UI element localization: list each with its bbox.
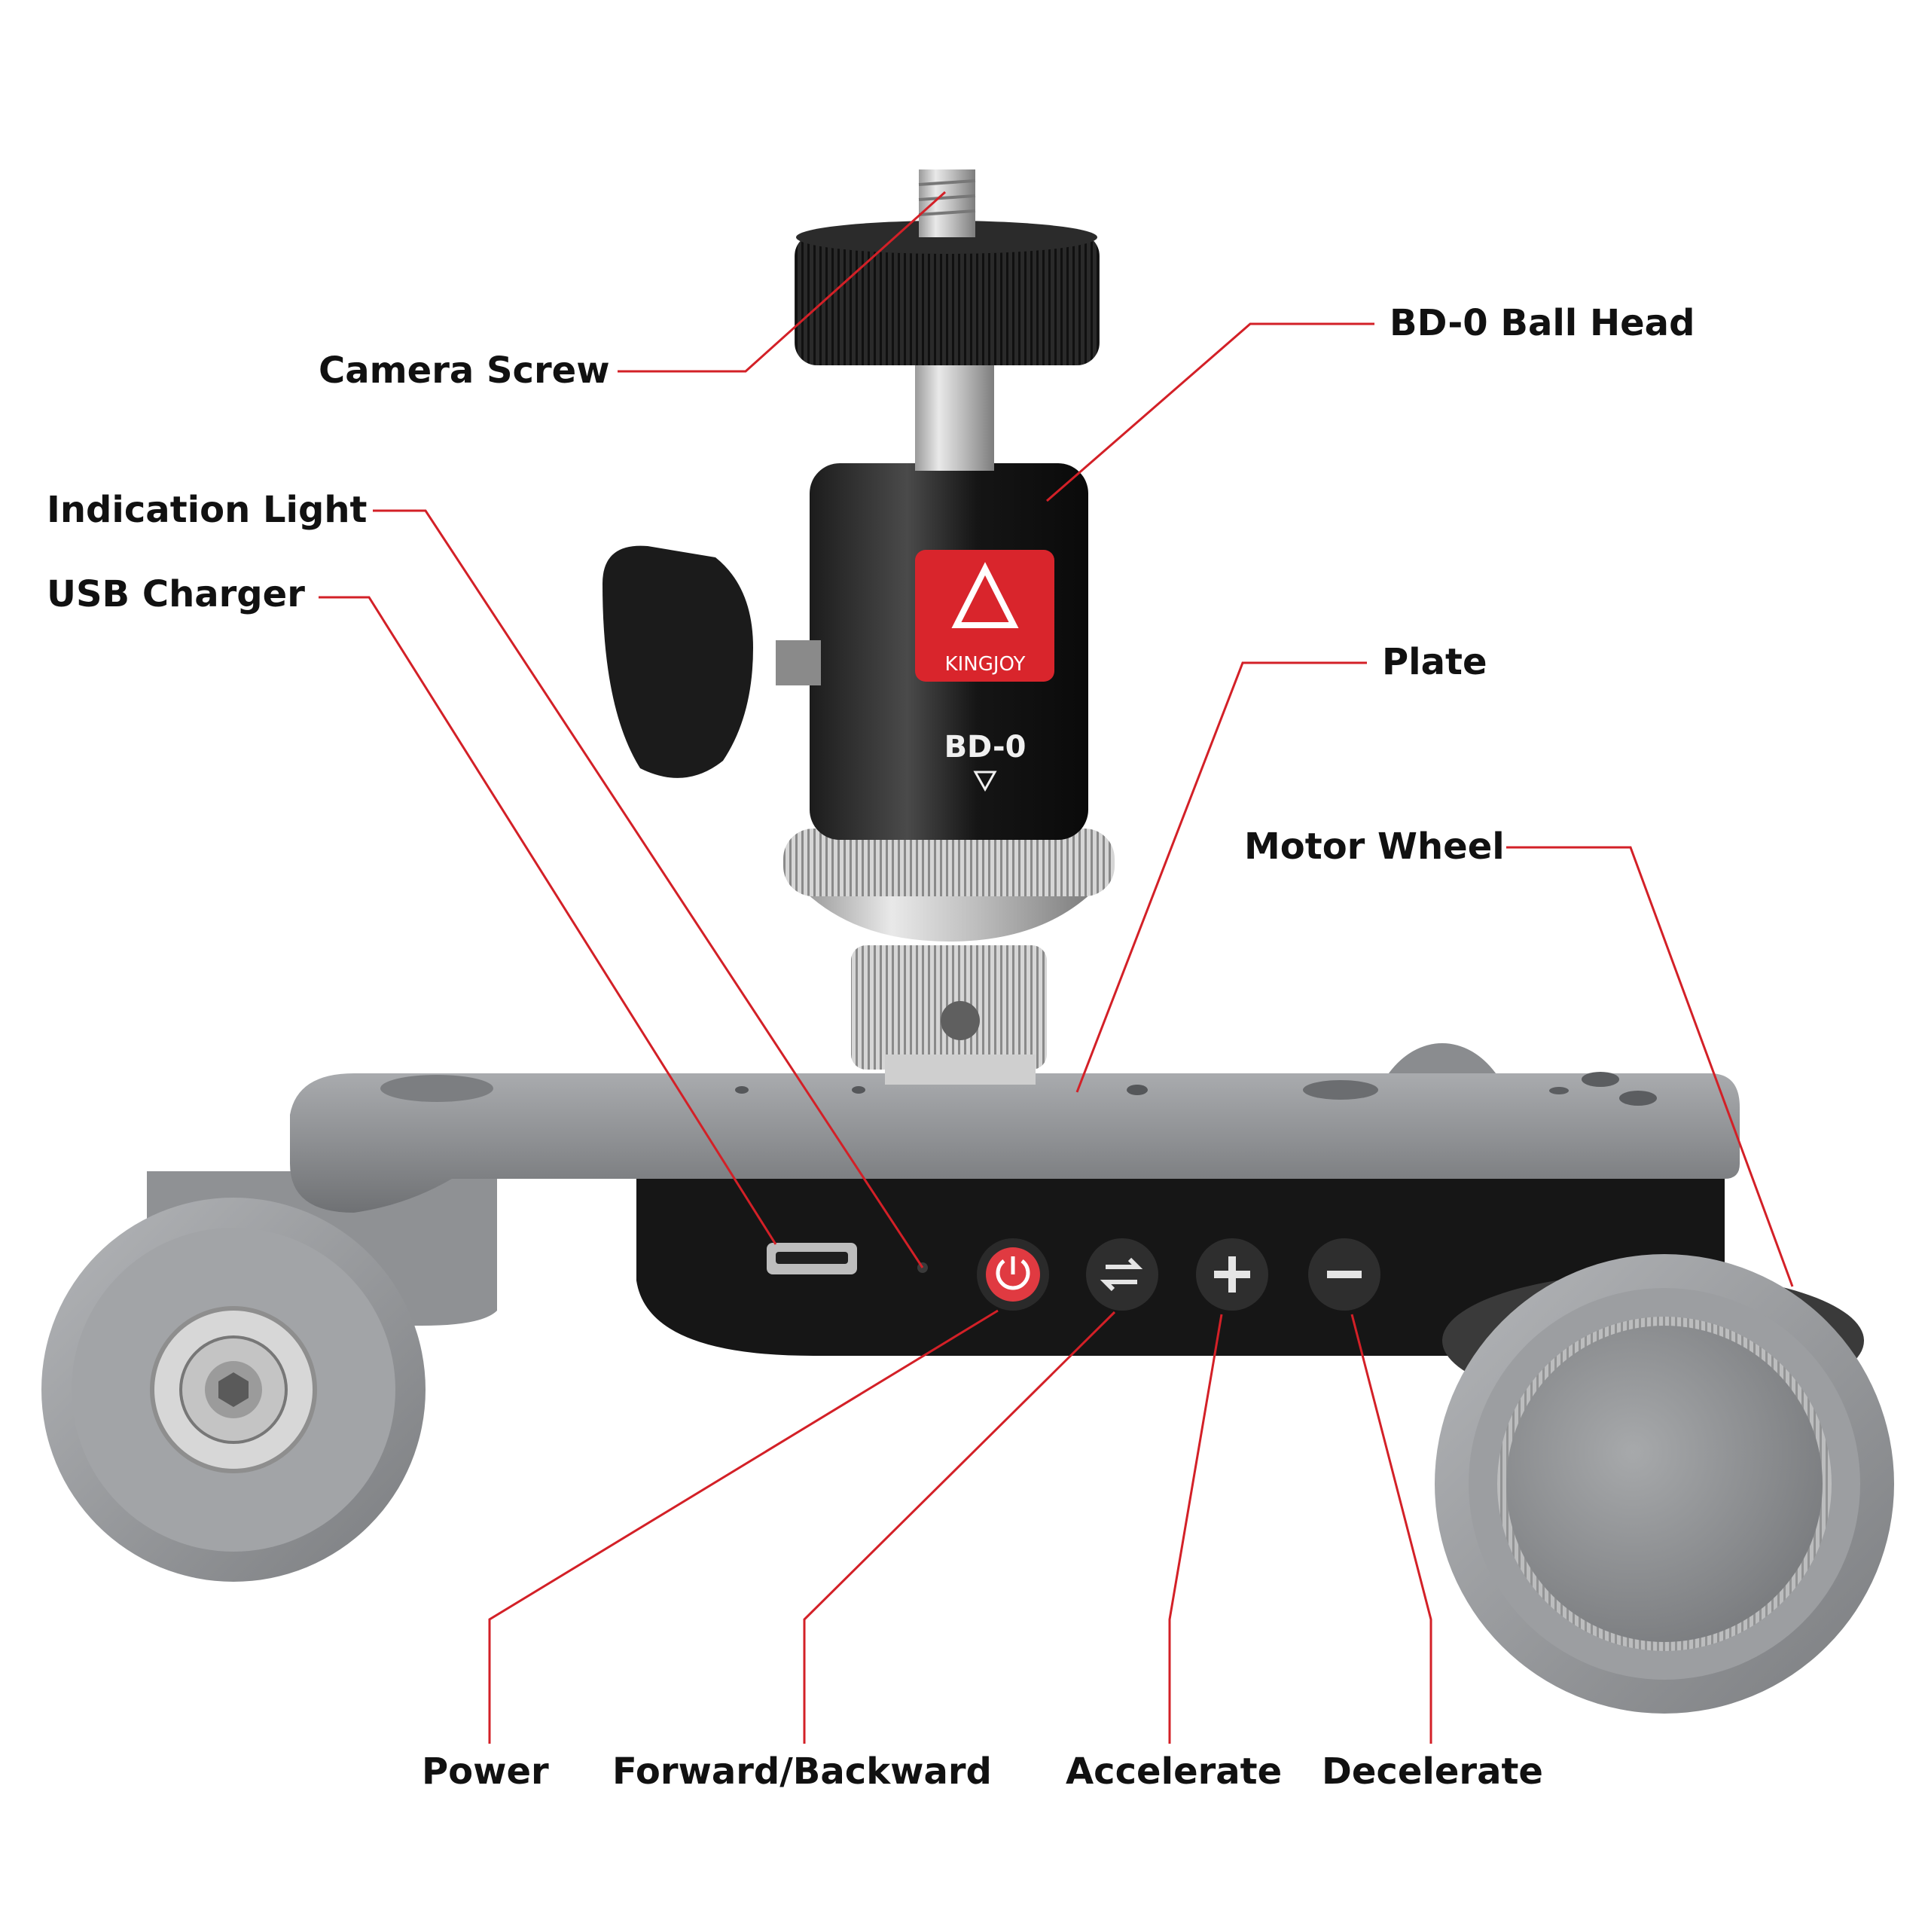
- label-ball-head: BD-0 Ball Head: [1390, 302, 1695, 344]
- control-box: [636, 1164, 1725, 1356]
- motor-wheel: [1435, 1254, 1894, 1714]
- leader-decelerate: [1350, 1314, 1432, 1744]
- plus-icon: [1214, 1256, 1250, 1293]
- swap-arrows-icon: [1100, 1257, 1143, 1292]
- label-accelerate: Accelerate: [1066, 1750, 1283, 1793]
- label-power: Power: [422, 1750, 549, 1793]
- brand-logo-text: KINGJOY: [945, 653, 1026, 676]
- leader-indication-light: [373, 509, 924, 1268]
- ball-head: KINGJOY BD-0: [602, 169, 1115, 1085]
- power-icon: [996, 1256, 1030, 1290]
- leader-ball-head: [1046, 322, 1374, 502]
- label-indication-light: Indication Light: [47, 489, 368, 531]
- leader-plate: [1075, 661, 1367, 1093]
- leader-accelerate: [1168, 1314, 1223, 1744]
- leader-lines: [319, 191, 1794, 1744]
- leader-power: [488, 1309, 999, 1744]
- leader-camera-screw: [618, 191, 947, 373]
- label-motor-wheel: Motor Wheel: [1244, 826, 1505, 868]
- label-plate: Plate: [1382, 641, 1487, 683]
- power-button[interactable]: [977, 1238, 1049, 1311]
- mounting-plate: [290, 1072, 1740, 1213]
- leader-forward-backward: [803, 1311, 1116, 1744]
- left-wheel: [41, 1171, 497, 1582]
- leader-usb-charger: [319, 596, 777, 1245]
- usb-port: [767, 1243, 857, 1274]
- label-camera-screw: Camera Screw: [319, 349, 610, 392]
- label-forward-backward: Forward/Backward: [612, 1750, 992, 1793]
- model-text: BD-0: [944, 730, 1027, 765]
- accelerate-button[interactable]: [1196, 1238, 1268, 1311]
- leader-motor-wheel: [1506, 846, 1794, 1287]
- label-usb-charger: USB Charger: [47, 573, 305, 615]
- decelerate-button[interactable]: [1308, 1238, 1380, 1311]
- forward-backward-button[interactable]: [1086, 1238, 1158, 1311]
- label-decelerate: Decelerate: [1322, 1750, 1543, 1793]
